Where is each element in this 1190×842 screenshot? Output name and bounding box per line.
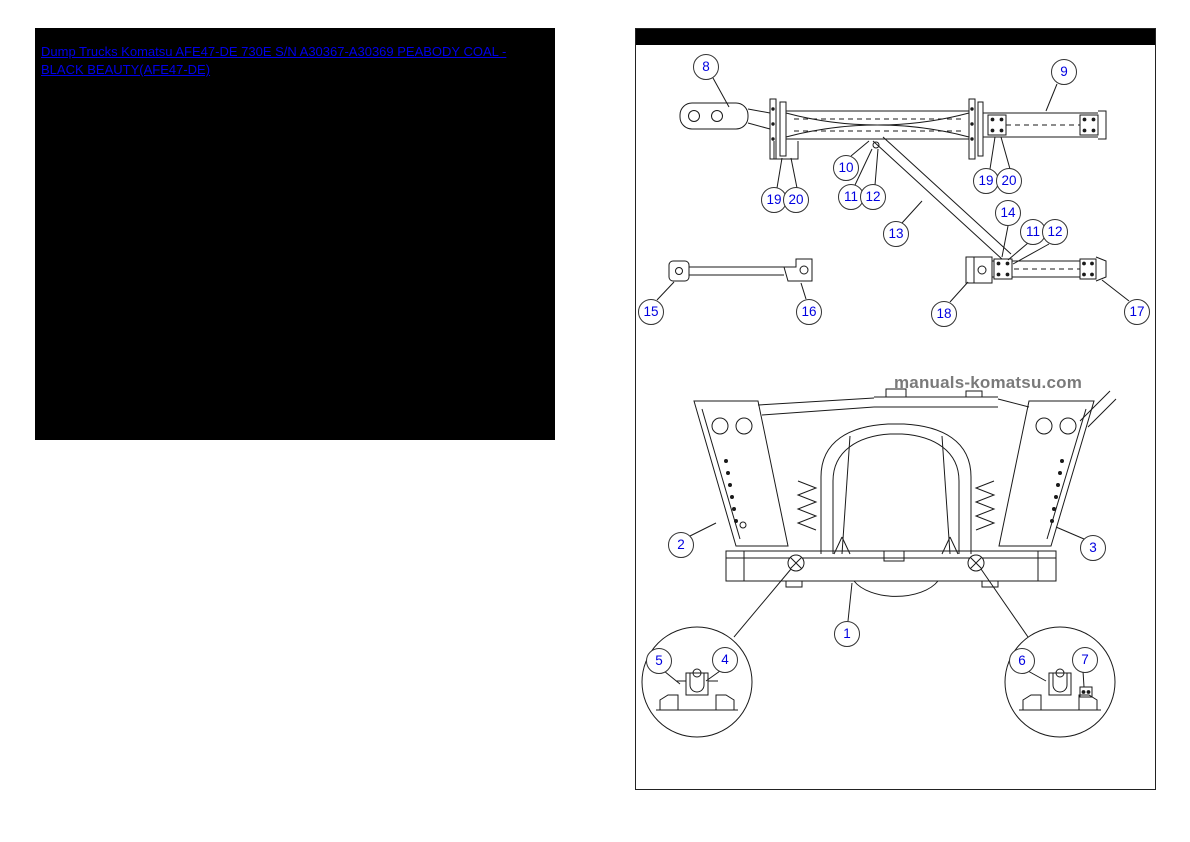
callout-16[interactable]: 16 — [796, 299, 822, 325]
detail-circle-left — [641, 626, 753, 738]
callout-8[interactable]: 8 — [693, 54, 719, 80]
callout-17[interactable]: 17 — [1124, 299, 1150, 325]
callout-4[interactable]: 4 — [712, 647, 738, 673]
callout-12[interactable]: 12 — [1042, 219, 1068, 245]
callout-5[interactable]: 5 — [646, 648, 672, 674]
detail-circle-right — [1004, 626, 1116, 738]
left-black-panel: Dump Trucks Komatsu AFE47-DE 730E S/N A3… — [35, 28, 555, 440]
callout-9[interactable]: 9 — [1051, 59, 1077, 85]
callout-19[interactable]: 19 — [973, 168, 999, 194]
callout-15[interactable]: 15 — [638, 299, 664, 325]
parts-diagram-image — [641, 77, 1130, 738]
callout-3[interactable]: 3 — [1080, 535, 1106, 561]
callout-10[interactable]: 10 — [833, 155, 859, 181]
callout-6[interactable]: 6 — [1009, 648, 1035, 674]
leader-lines — [656, 77, 1130, 688]
truck-body-drawing — [693, 388, 1117, 597]
callout-11[interactable]: 11 — [838, 184, 864, 210]
top-assembly-drawing — [679, 98, 1107, 284]
callout-18[interactable]: 18 — [931, 301, 957, 327]
callout-2[interactable]: 2 — [668, 532, 694, 558]
callout-20[interactable]: 20 — [783, 187, 809, 213]
panel-top-bar — [636, 29, 1155, 45]
callout-20[interactable]: 20 — [996, 168, 1022, 194]
callout-14[interactable]: 14 — [995, 200, 1021, 226]
callout-1[interactable]: 1 — [834, 621, 860, 647]
tie-rod-drawing — [668, 258, 813, 282]
callout-12[interactable]: 12 — [860, 184, 886, 210]
watermark-text: manuals-komatsu.com — [893, 373, 1083, 392]
callout-7[interactable]: 7 — [1072, 647, 1098, 673]
manual-title-link[interactable]: Dump Trucks Komatsu AFE47-DE 730E S/N A3… — [41, 44, 507, 77]
callout-13[interactable]: 13 — [883, 221, 909, 247]
